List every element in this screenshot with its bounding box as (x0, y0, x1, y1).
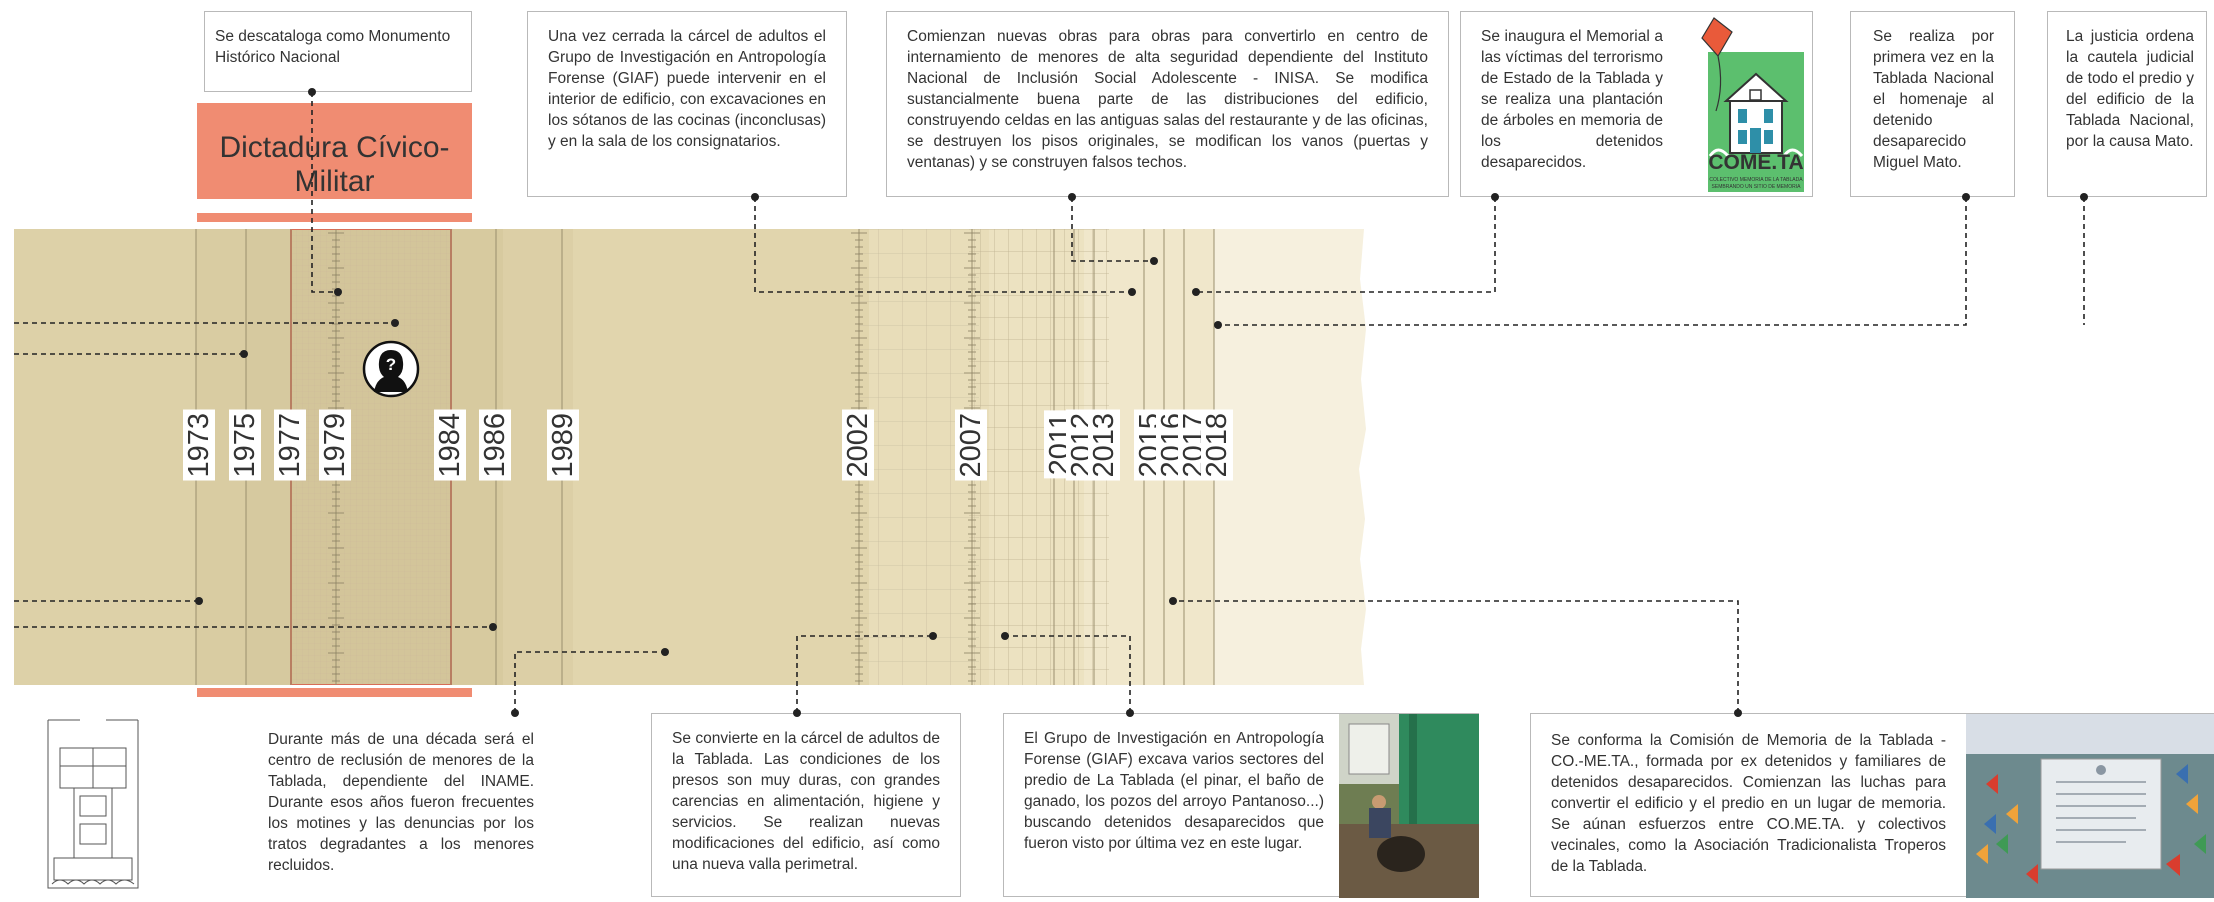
logo-name: COME.TA (1708, 151, 1804, 174)
event-box-memorial: Se inaugura el Memorial a las víctimas d… (1460, 11, 1813, 197)
event-text: Una vez cerrada la cárcel de adultos el … (548, 28, 826, 150)
period-band-dictatorship: Dictadura Cívico-Militar (197, 103, 472, 199)
period-band-bottom-strip (197, 688, 472, 697)
event-box-giaf-excavation: El Grupo de Investigación en Antropologí… (1003, 713, 1479, 898)
event-text: La justicia ordena la cautela judicial d… (2066, 28, 2194, 150)
building-plan-drawing (40, 708, 146, 897)
memorial-plaque-photo (1966, 714, 2214, 898)
event-text: Se realiza por primera vez en la Tablada… (1873, 28, 1994, 171)
event-text: Se conforma la Comisión de Memoria de la… (1551, 732, 1946, 875)
event-box-cometa: Se conforma la Comisión de Memoria de la… (1530, 713, 2214, 898)
year-label: 2007 (955, 410, 987, 481)
event-text: Durante más de una década será el centro… (268, 731, 534, 874)
year-label: 1977 (274, 410, 306, 481)
year-label: 2002 (842, 410, 874, 481)
event-box-inisa-works: Comienzan nuevas obras para obras para c… (886, 11, 1449, 197)
event-box-monument: Se descataloga como Monumento Histórico … (204, 11, 472, 92)
event-text: El Grupo de Investigación en Antropologí… (1024, 730, 1324, 852)
year-label: 1979 (319, 410, 351, 481)
period-label: Dictadura Cívico-Militar (219, 131, 450, 198)
event-text: Se descataloga como Monumento Histórico … (215, 28, 451, 66)
logo-line2: SEMBRANDO UN SITIO DE MEMORIA (1711, 184, 1801, 190)
event-text: Se convierte en la cárcel de adultos de … (672, 730, 940, 873)
year-label: 1989 (547, 410, 579, 481)
year-label: 1986 (479, 410, 511, 481)
year-label: 2018 (1201, 410, 1233, 481)
event-text: Se inaugura el Memorial a las víctimas d… (1481, 28, 1663, 171)
event-box-judicial: La justicia ordena la cautela judicial d… (2047, 11, 2207, 197)
event-box-adult-prison: Se convierte en la cárcel de adultos de … (651, 713, 961, 897)
question-silhouette-icon: ? (362, 340, 420, 398)
svg-text:?: ? (386, 355, 396, 374)
event-box-iname: Durante más de una década será el centro… (248, 713, 548, 893)
cometa-logo: COME.TA COLECTIVO MEMORIA DE LA TABLADA … (1694, 16, 1808, 196)
period-band-top-strip (197, 213, 472, 222)
event-box-giaf-interior: Una vez cerrada la cárcel de adultos el … (527, 11, 847, 197)
year-label: 1973 (183, 410, 215, 481)
logo-line1: COLECTIVO MEMORIA DE LA TABLADA (1709, 177, 1803, 183)
year-label: 2013 (1088, 410, 1120, 481)
excavation-photo (1339, 714, 1479, 898)
event-text: Comienzan nuevas obras para obras para c… (907, 28, 1428, 171)
event-box-mato-homage: Se realiza por primera vez en la Tablada… (1850, 11, 2015, 197)
year-label: 1984 (434, 410, 466, 481)
year-label: 1975 (229, 410, 261, 481)
